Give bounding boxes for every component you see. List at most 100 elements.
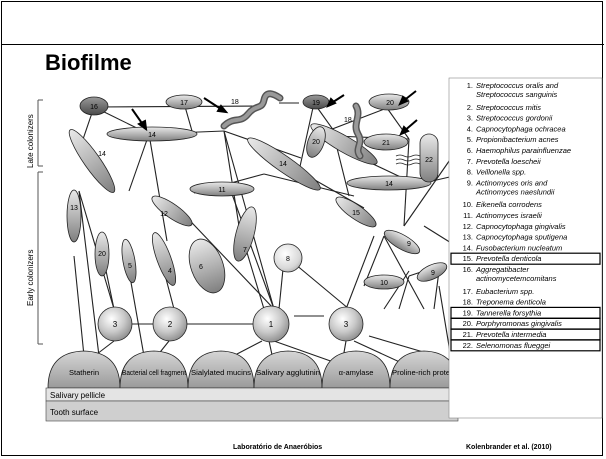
species-legend-number: 3. — [467, 114, 473, 123]
species-legend-number: 18. — [463, 298, 473, 307]
species-legend-text: Prevotella denticola — [476, 254, 541, 263]
tooth-surface-label: Tooth surface — [50, 408, 99, 417]
bacterium-13 — [66, 189, 82, 243]
arch-bacterial-cell-fragment — [119, 350, 189, 389]
node-label-4: 4 — [168, 268, 172, 275]
species-legend-text: Prevotella loescheii — [476, 157, 541, 166]
salivary-pellicle-label: Salivary pellicle — [50, 391, 106, 400]
arch-alpha-amylase — [321, 350, 391, 389]
species-legend-number: 19. — [463, 308, 473, 317]
bacterium-20-low — [94, 231, 110, 277]
salivary-pellicle-band — [45, 387, 459, 402]
species-legend-text: Haemophilus parainfluenzae — [476, 146, 571, 155]
species-legend-text: Aggregatibacter — [475, 265, 529, 274]
species-legend: 1.Streptococcus oralis andStreptococcus … — [448, 77, 603, 419]
node-label-12: 12 — [160, 211, 168, 218]
receptor-label-bacterial-cell-fragment: Bacterial cell fragment — [122, 370, 186, 377]
bacterium-1 — [252, 305, 290, 343]
highlight-arrows — [131, 90, 418, 136]
bacterium-2 — [152, 306, 188, 342]
receptor-label-alpha-amylase: α-amylase — [339, 368, 374, 377]
species-legend-text: Fusobacterium nucleatum — [476, 243, 562, 252]
receptor-label-sialylated-mucins: Sialylated mucins — [191, 370, 252, 377]
species-legend-text: Veillonella spp. — [476, 168, 526, 177]
bacterium-11 — [189, 181, 255, 197]
bacterium-6 — [188, 238, 226, 294]
bacterium-14-e — [346, 175, 432, 191]
species-legend-number: 7. — [467, 157, 473, 166]
species-legend-number: 5. — [467, 135, 473, 144]
node-label-14e: 14 — [385, 181, 393, 188]
receptor-arches: Statherin Bacterial cell fragment Sialyl… — [47, 350, 459, 389]
bacterium-7 — [233, 206, 257, 262]
receptor-label-proline-rich-protein: Proline-rich protein — [392, 370, 456, 377]
node-label-7: 7 — [243, 247, 247, 254]
node-label-8: 8 — [286, 256, 290, 263]
node-label-6: 6 — [199, 264, 203, 271]
node-label-14a: 14 — [148, 132, 156, 139]
node-label-20c: 20 — [98, 251, 106, 258]
node-label-20: 20 — [386, 100, 394, 107]
species-legend-text: Streptococcus gordonii — [476, 114, 553, 123]
node-label-22: 22 — [425, 157, 433, 164]
bacterium-5 — [121, 238, 137, 284]
early-colonizers-label: Early colonizers — [26, 250, 35, 306]
node-label-10: 10 — [380, 280, 388, 287]
species-legend-items: 1.Streptococcus oralis andStreptococcus … — [450, 81, 601, 352]
bacterium-9-b — [416, 262, 448, 282]
species-legend-text: Eikenella corrodens — [476, 200, 542, 209]
bacterium-20-mid — [306, 126, 326, 158]
bacterium-14-a — [106, 126, 198, 142]
species-legend-text: Propionibacterium acnes — [476, 135, 559, 144]
species-legend-number: 20. — [463, 319, 473, 328]
title-rule — [1, 44, 604, 45]
bacterium-3-left — [97, 306, 133, 342]
bacterium-8 — [273, 243, 303, 273]
species-legend-number: 17. — [463, 287, 473, 296]
node-label-15: 15 — [352, 210, 360, 217]
species-legend-text: Tannerella forsythia — [476, 308, 541, 317]
late-colonizers: 16 17 18 19 20 14 14 14 14 20 — [68, 90, 439, 193]
species-legend-number: 6. — [467, 146, 473, 155]
bacterium-12 — [151, 195, 193, 227]
species-legend-text: Treponema denticola — [476, 298, 546, 307]
bacterium-10 — [363, 274, 405, 290]
species-legend-frame — [448, 77, 603, 419]
species-legend-text: actinomycetemcomitans — [476, 274, 557, 283]
species-legend-text: Porphyromonas gingivalis — [476, 319, 562, 328]
bacterium-4 — [151, 232, 177, 286]
species-legend-number: 8. — [467, 168, 473, 177]
biofilm-diagram: Late colonizers Early colonizers — [26, 77, 603, 422]
species-legend-number: 11. — [463, 211, 473, 220]
node-label-19: 19 — [312, 100, 320, 107]
species-legend-text: Eubacterium spp. — [476, 287, 534, 296]
bacterium-20-top — [368, 93, 410, 111]
species-legend-text: Streptococcus mitis — [476, 103, 541, 112]
late-colonizers-label: Late colonizers — [26, 114, 35, 168]
bacterium-16 — [79, 96, 109, 116]
bacterium-9-a — [383, 229, 421, 255]
species-legend-number: 14. — [463, 243, 473, 252]
species-highlight-box — [450, 252, 601, 265]
node-label-14c: 14 — [279, 161, 287, 168]
node-label-1: 1 — [269, 320, 274, 329]
species-legend-text: Capnocytophaga ochracea — [476, 124, 566, 133]
species-legend-text: Selenomonas flueggei — [476, 341, 551, 350]
species-legend-text: Actinomyces naeslundii — [475, 187, 555, 196]
bacterium-15 — [335, 196, 377, 228]
side-brackets: Late colonizers Early colonizers — [26, 99, 43, 345]
species-legend-number: 16. — [463, 265, 473, 274]
bacterium-14-b — [68, 129, 116, 193]
species-legend-text: Streptococcus oralis and — [476, 81, 559, 90]
receptor-label-statherin: Statherin — [69, 368, 99, 377]
species-legend-text: Prevotella intermedia — [476, 330, 546, 339]
species-legend-number: 12. — [463, 222, 473, 231]
bacterium-14-c — [247, 137, 321, 191]
species-legend-number: 21. — [463, 330, 473, 339]
species-highlight-box — [450, 339, 601, 352]
species-legend-number: 22. — [463, 341, 473, 350]
footer-lab-name: Laboratório de Anaeróbios — [233, 444, 323, 451]
arch-statherin — [47, 350, 121, 389]
node-label-3a: 3 — [113, 320, 118, 329]
